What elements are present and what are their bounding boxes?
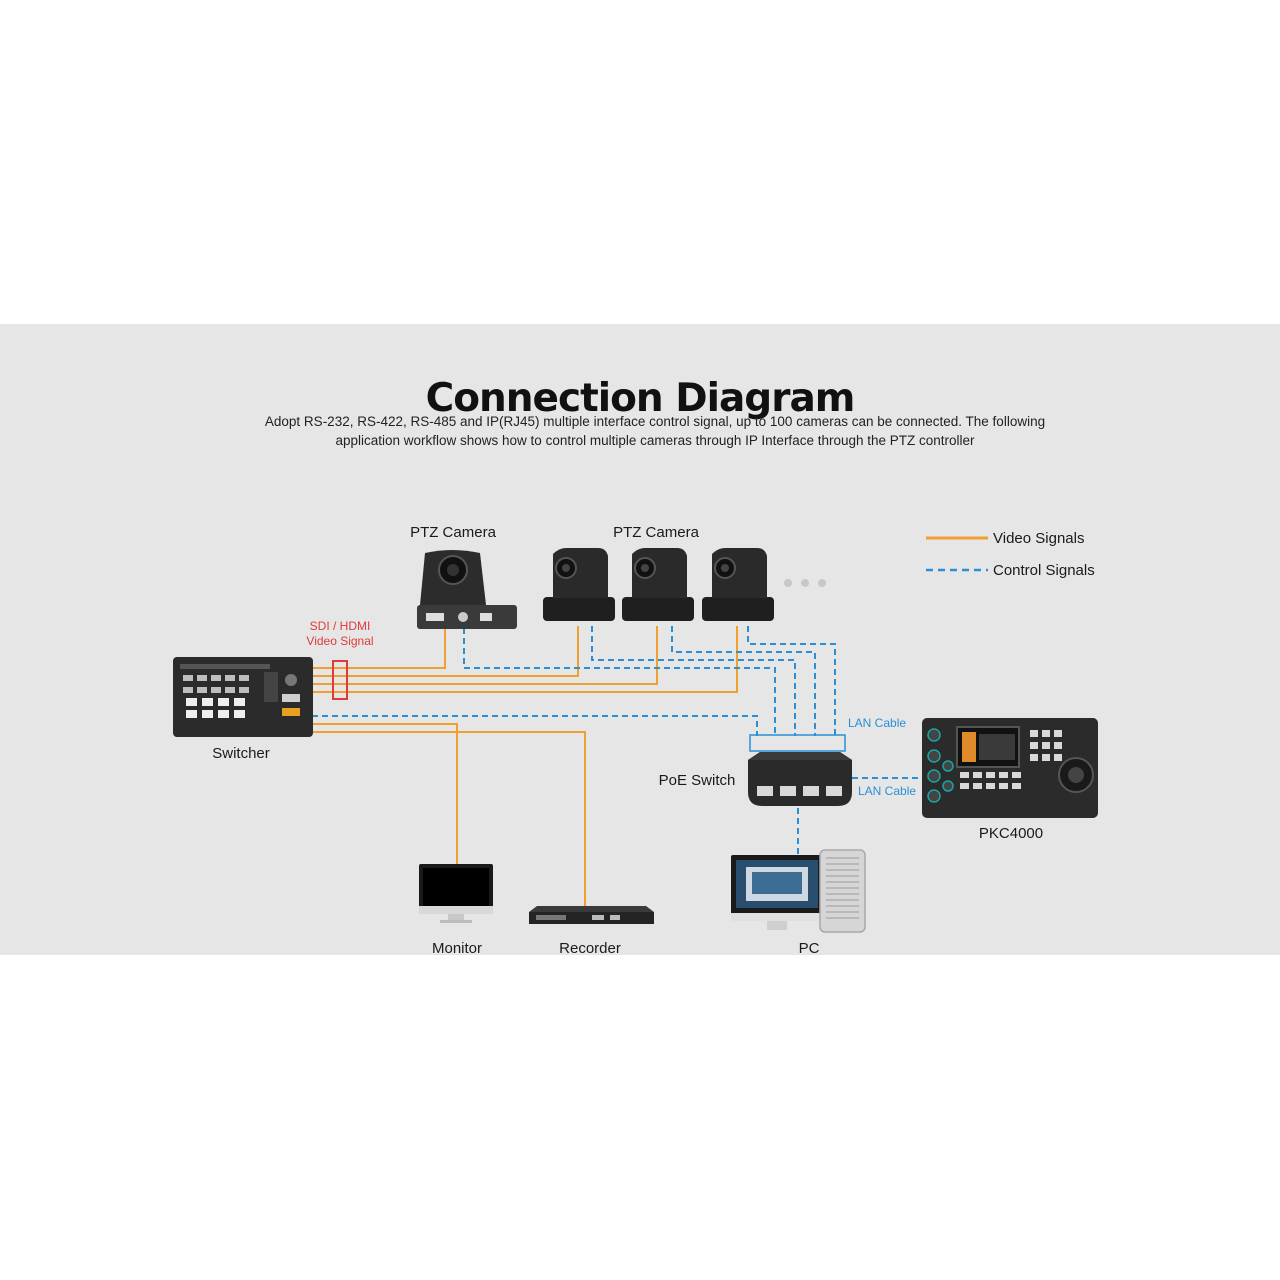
page-description: Adopt RS-232, RS-422, RS-485 and IP(RJ45… [264, 414, 1046, 448]
sdi-hdmi-label-line1: SDI / HDMI [310, 619, 371, 633]
joystick-icon [1058, 757, 1094, 793]
ptz-camera-1-label: PTZ Camera [410, 524, 497, 541]
poe-switch-device: PoE Switch [659, 752, 852, 806]
video-signal-lines [312, 626, 738, 906]
pc-label: PC [799, 940, 820, 957]
legend-control-label: Control Signals [993, 562, 1095, 579]
video-line-recorder [312, 731, 586, 906]
switcher-device: Switcher [173, 657, 313, 762]
control-line-camera-1 [463, 628, 776, 736]
video-line-camera-1 [312, 628, 446, 669]
ptz-camera-group: PTZ Camera [543, 524, 826, 621]
more-cameras-ellipsis-icon [784, 579, 826, 587]
diagram-panel [0, 324, 1280, 955]
lan-cable-label-right: LAN Cable [858, 784, 916, 798]
legend: Video Signals Control Signals [926, 530, 1095, 579]
monitor-device: Monitor [419, 864, 493, 957]
control-line-switcher [312, 715, 758, 736]
pkc4000-controller: PKC4000 [922, 718, 1098, 842]
sdi-hdmi-label-line2: Video Signal [306, 634, 373, 648]
recorder-device: Recorder [529, 906, 654, 957]
video-line-camera-4 [312, 626, 738, 693]
sdi-hdmi-marker [332, 660, 348, 700]
legend-video-label: Video Signals [993, 530, 1084, 547]
pc-device: PC [731, 849, 866, 957]
ptz-camera-3 [622, 548, 694, 621]
ptz-camera-2 [543, 548, 615, 621]
control-line-camera-3 [671, 626, 816, 736]
video-line-camera-3 [312, 626, 658, 685]
video-line-monitor [312, 723, 458, 866]
sdi-hdmi-annotation: SDI / HDMI Video Signal [306, 619, 374, 700]
poe-switch-label: PoE Switch [659, 772, 736, 789]
control-line-camera-2 [591, 626, 796, 736]
recorder-label: Recorder [559, 940, 621, 957]
lan-cable-label-top: LAN Cable [848, 716, 906, 730]
video-line-camera-2 [312, 626, 579, 677]
ptz-camera-group-label: PTZ Camera [613, 524, 700, 541]
monitor-label: Monitor [432, 940, 482, 957]
controller-label: PKC4000 [979, 825, 1043, 842]
lan-port-marker [749, 734, 846, 752]
ptz-camera-1: PTZ Camera [410, 524, 517, 629]
switcher-label: Switcher [212, 745, 270, 762]
control-signal-lines [312, 626, 922, 858]
ptz-camera-4 [702, 548, 774, 621]
page-title: Connection Diagram [425, 376, 856, 421]
control-line-camera-4 [747, 626, 836, 736]
